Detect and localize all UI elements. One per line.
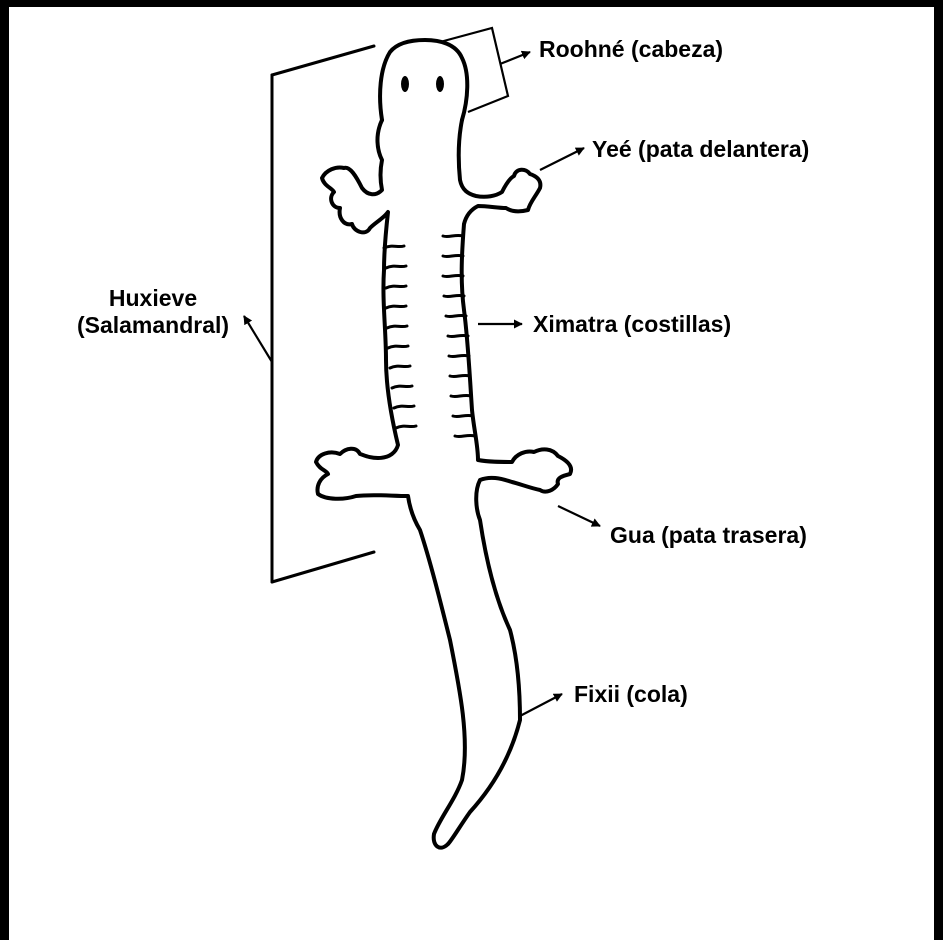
salamander-illustration <box>316 40 571 848</box>
tail-label: Fixii (cola) <box>574 681 688 708</box>
head-label: Roohné (cabeza) <box>539 36 723 63</box>
right-eye <box>436 76 444 92</box>
tail-pointer <box>520 694 562 716</box>
head-bracket <box>440 28 508 112</box>
whole-body-label-line2: (Salamandral) <box>68 312 238 339</box>
front-leg-label: Yeé (pata delantera) <box>592 136 809 163</box>
whole-pointer <box>244 316 272 362</box>
whole-body-label-line1: Huxieve <box>68 285 238 312</box>
head-pointer <box>500 52 530 64</box>
salamander-left-outline <box>316 120 465 848</box>
ribs-label: Ximatra (costillas) <box>533 311 731 338</box>
body-bracket <box>272 46 374 582</box>
hind-leg-label: Gua (pata trasera) <box>610 522 807 549</box>
front-leg-pointer <box>540 148 584 170</box>
whole-body-label: Huxieve (Salamandral) <box>68 285 238 339</box>
salamander-head <box>380 40 467 120</box>
hind-leg-pointer <box>558 506 600 526</box>
left-eye <box>401 76 409 92</box>
